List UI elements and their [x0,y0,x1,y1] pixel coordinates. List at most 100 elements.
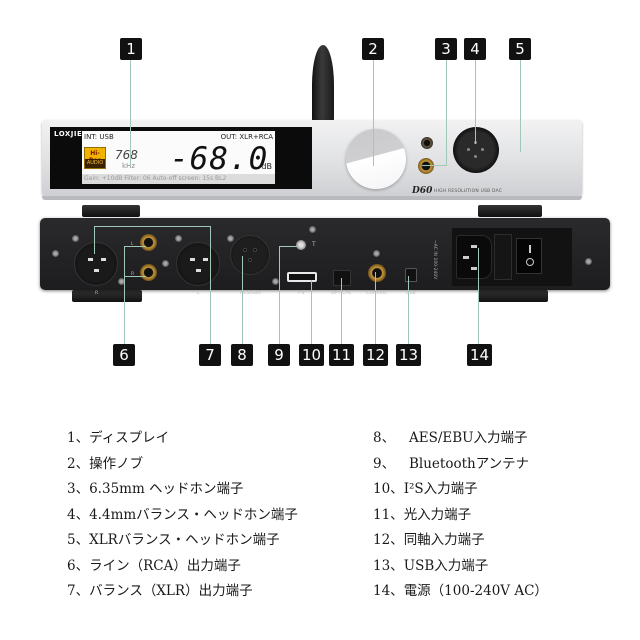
legend-left: 1、ディスプレイ 2、操作ノブ 3、6.35mm ヘッドホン端子 4、4.4mm… [67,426,298,605]
xlr-right-label: R [95,291,99,296]
usb-input [405,268,417,282]
legend-item-7: 7、バランス（XLR）出力端子 [67,583,253,599]
screw [175,235,182,242]
balanced-4-4mm-jack [421,137,433,149]
brand-logo: LOXJIE [54,130,83,138]
leader-line-7-h [94,226,210,227]
callout-9: 9 [268,344,290,366]
rca-right-label: R [131,272,135,277]
legend-item-4: 4、4.4mmバランス・ヘッドホン端子 [67,506,298,523]
leader-line-11 [341,278,342,344]
callout-4: 4 [464,38,486,60]
antenna-label: T [312,241,316,248]
callout-7: 7 [199,344,221,366]
callout-11: 11 [329,344,355,366]
sample-rate: 768 [115,148,138,162]
screw [162,260,169,267]
callout-1: 1 [120,38,142,60]
volume-readout: -68.0 [170,141,269,177]
leader-line-6-b [124,276,146,277]
foot-left [82,205,140,217]
model-name: D60 [412,186,433,196]
fuse-holder [494,234,512,280]
callout-14: 14 [467,344,493,366]
legend-item-6: 6、ライン（RCA）出力端子 [67,557,241,574]
status-line: Gain: +10dB Filter: 06 Auto-off screen: … [82,174,275,184]
headphone-6-35mm-jack [418,158,434,174]
legend-item-13: 13、USB入力端子 [373,557,489,574]
callout-3: 3 [435,38,457,60]
output-indicator: OUT: XLR+RCA [220,133,273,141]
callout-6: 6 [113,344,135,366]
screw [227,235,234,242]
callout-10: 10 [299,344,325,366]
xlr-output-left [176,242,220,286]
front-panel-lip [42,196,582,200]
legend-item-10: 10、I²S入力端子 [373,481,478,497]
xlr-output-right [74,242,118,286]
leader-line-3-h [422,165,446,166]
display-screen: INT: USB OUT: XLR+RCA Hi-Res AUDIO 768 k… [82,131,275,184]
callout-8: 8 [231,344,253,366]
callout-2: 2 [362,38,384,60]
i2s-label: I²S [298,291,305,296]
aes-ebu-label: AES/EBU [240,291,261,296]
power-switch[interactable] [516,238,542,274]
coaxial-input [368,264,386,282]
foot-rear-right [478,290,548,302]
hires-audio-logo: Hi-Res AUDIO [84,147,106,169]
leader-line-1 [130,56,131,166]
rca-output-left [140,234,157,251]
xlr-left-label: L [197,291,200,296]
coaxial-label: COAXIAL [366,291,388,296]
legend-right: 8、 AES/EBU入力端子 9、 Bluetoothアンテナ 10、I²S入力… [373,426,548,605]
xlr-headphone-jack [453,127,499,173]
leader-line-2 [373,56,374,166]
screw [272,278,279,285]
legend-item-2: 2、操作ノブ [67,455,144,472]
volume-unit: dB [261,162,272,171]
leader-line-12 [375,272,376,344]
callout-5: 5 [509,38,531,60]
screw [585,258,592,265]
rca-output-right [140,264,157,281]
leader-line-4 [475,56,476,144]
legend-item-11: 11、光入力端子 [373,506,472,523]
leader-line-14 [478,248,479,344]
leader-line-3 [446,56,447,166]
i2s-input [287,272,317,282]
antenna-connector [296,240,306,250]
legend-item-9: 9、 Bluetoothアンテナ [373,455,530,472]
control-knob[interactable] [346,129,406,189]
legend-item-5: 5、XLRバランス・ヘッドホン端子 [67,532,280,548]
callout-12: 12 [363,344,389,366]
model-subtitle: HIGH RESOLUTION USB DAC [434,189,503,194]
screw [118,278,125,285]
foot-right [478,205,542,217]
leader-line-10 [311,280,312,344]
screw [52,250,59,257]
leader-line-7 [210,226,211,344]
leader-line-5 [520,56,521,152]
ac-inlet [456,235,492,279]
legend-item-3: 3、6.35mm ヘッドホン端子 [67,481,244,497]
optical-input [333,270,351,286]
bluetooth-antenna [312,45,334,121]
rca-left-label: L [131,242,134,247]
legend-item-8: 8、 AES/EBU入力端子 [373,430,528,446]
leader-line-7-a [94,226,95,254]
input-indicator: INT: USB [84,133,114,141]
sample-rate-unit: kHz [122,162,135,170]
leader-line-9-h [279,246,297,247]
usb-label: USB [406,291,416,296]
leader-line-9 [279,246,280,344]
voltage-label: ~AC IN 100-240V [432,240,437,280]
hires-logo-bottom: AUDIO [85,159,105,168]
callout-13: 13 [396,344,422,366]
screw [309,226,316,233]
aes-ebu-input [230,235,270,275]
leader-line-6 [124,246,125,344]
screw [373,250,380,257]
legend-item-14: 14、電源（100-240V AC） [373,583,548,599]
leader-line-8 [242,256,243,344]
